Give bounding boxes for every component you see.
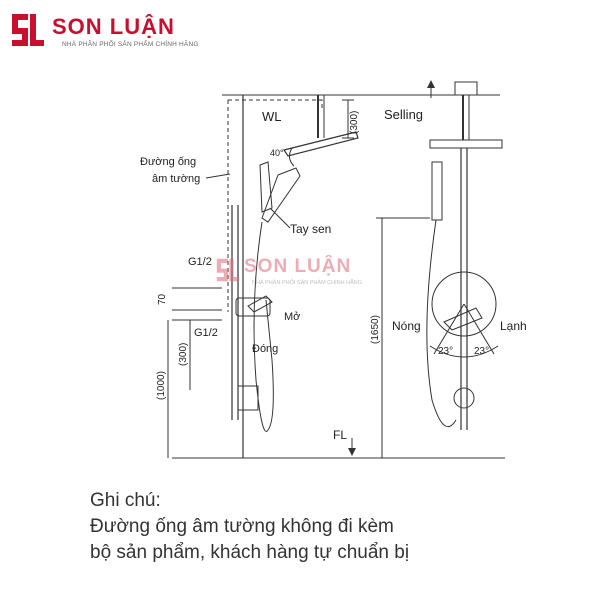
note-line-1: Đường ống âm tường không đi kèm [90,516,394,537]
front-diverter [453,387,475,409]
lower-outlet [237,385,259,411]
hand-shower-label: Tay sen [290,222,331,236]
installation-note: Ghi chú: Đường ống âm tường không đi kèm… [90,488,570,566]
hand-shower [259,161,273,213]
right-angle-label: 23° [474,346,489,357]
ceiling-label: Selling [384,107,423,122]
g12-top-label: G1/2 [188,256,212,268]
dimension-1650: (1650) [370,315,381,344]
front-shower-head [429,139,503,149]
wl-label: WL [262,109,282,124]
front-hose [426,219,457,428]
front-hand-shower [431,161,443,221]
shower-hose [253,221,274,432]
dimension-300-mid: (300) [178,343,189,366]
hot-label: Nóng [392,319,421,333]
floor-label: FL [333,428,347,442]
dimension-1000: (1000) [156,371,167,400]
watermark-emblem-icon [216,258,240,282]
watermark-tagline: NHÀ PHÂN PHỐI SẢN PHẨM CHÍNH HÃNG [252,280,363,286]
g12-bottom-label: G1/2 [194,327,218,339]
head-angle-label: 40° [270,148,284,158]
mixer-valve [235,297,271,317]
close-label: Đóng [252,343,278,355]
rain-shower-head [283,131,359,157]
watermark: SON LUẬN NHÀ PHÂN PHỐI SẢN PHẨM CHÍNH HÃ… [214,254,384,294]
logo-emblem-icon [12,14,44,46]
left-angle-label: 23° [438,346,453,357]
dimension-300-top: (300) [349,111,360,134]
open-label: Mở [284,311,300,323]
brand-logo: SON LUẬN NHÀ PHÂN PHỐI SẢN PHẨM CHÍNH HÃ… [8,10,238,54]
watermark-brand: SON LUẬN [244,256,352,277]
note-line-2: bộ sản phẩm, khách hàng tự chuẩn bị [90,542,410,563]
cold-label: Lạnh [500,319,527,333]
brand-tagline: NHÀ PHÂN PHỐI SẢN PHẨM CHÍNH HÃNG [62,41,199,48]
note-title: Ghi chú: [90,490,161,511]
pipe-label-line1: Đường ống [140,156,196,168]
pipe-label-line2: âm tường [152,173,200,185]
mixer-plate [431,271,497,337]
brand-name: SON LUẬN [52,14,175,39]
dimension-70: 70 [157,293,168,305]
